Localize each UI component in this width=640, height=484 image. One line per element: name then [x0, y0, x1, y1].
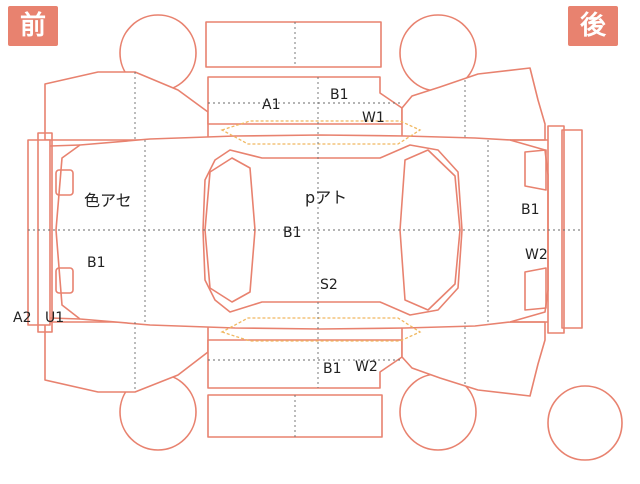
mark-w2-rear: W2 — [525, 247, 548, 263]
mark-w2-side: W2 — [355, 359, 378, 375]
front-bumper-inner — [37, 132, 53, 333]
inspection-grid — [28, 22, 582, 437]
right-rear-quarter — [401, 321, 546, 397]
right-front-fender — [44, 321, 209, 393]
headlamp-left — [55, 169, 74, 196]
mark-b1-center: B1 — [283, 225, 302, 241]
left-rear-quarter — [401, 67, 546, 141]
mark-w1: W1 — [362, 110, 385, 126]
front-bumper — [27, 139, 51, 326]
spare-wheel — [547, 385, 623, 461]
taillamp-left — [524, 149, 547, 191]
cabin-outline — [202, 144, 463, 316]
car-body-top — [55, 134, 549, 330]
left-side-glass — [220, 120, 422, 145]
rear-badge: 後 — [568, 6, 618, 46]
front-badge: 前 — [8, 6, 58, 46]
mark-b1-side: B1 — [323, 361, 342, 377]
rear-window — [399, 149, 461, 311]
mark-a2: A2 — [13, 310, 32, 326]
mark-s2: S2 — [320, 277, 338, 293]
mark-b1-front: B1 — [87, 255, 106, 271]
mark-hood: 色アセ — [84, 191, 132, 210]
rear-bumper-lines — [510, 139, 548, 323]
mark-roof: pアト — [305, 188, 348, 207]
mark-a1: A1 — [262, 97, 281, 113]
right-side-glass — [220, 317, 422, 342]
rear-bumper — [561, 129, 583, 329]
mark-b1-rear: B1 — [521, 202, 540, 218]
headlamp-right — [55, 267, 74, 294]
rear-bumper-inner — [547, 125, 565, 334]
front-bumper-lines — [49, 144, 81, 320]
top-roof-rail — [205, 21, 382, 68]
mark-b1-roof: B1 — [330, 87, 349, 103]
taillamp-right — [524, 267, 547, 311]
left-front-fender — [44, 71, 209, 141]
windshield — [204, 157, 256, 303]
mark-u1: U1 — [45, 310, 65, 326]
